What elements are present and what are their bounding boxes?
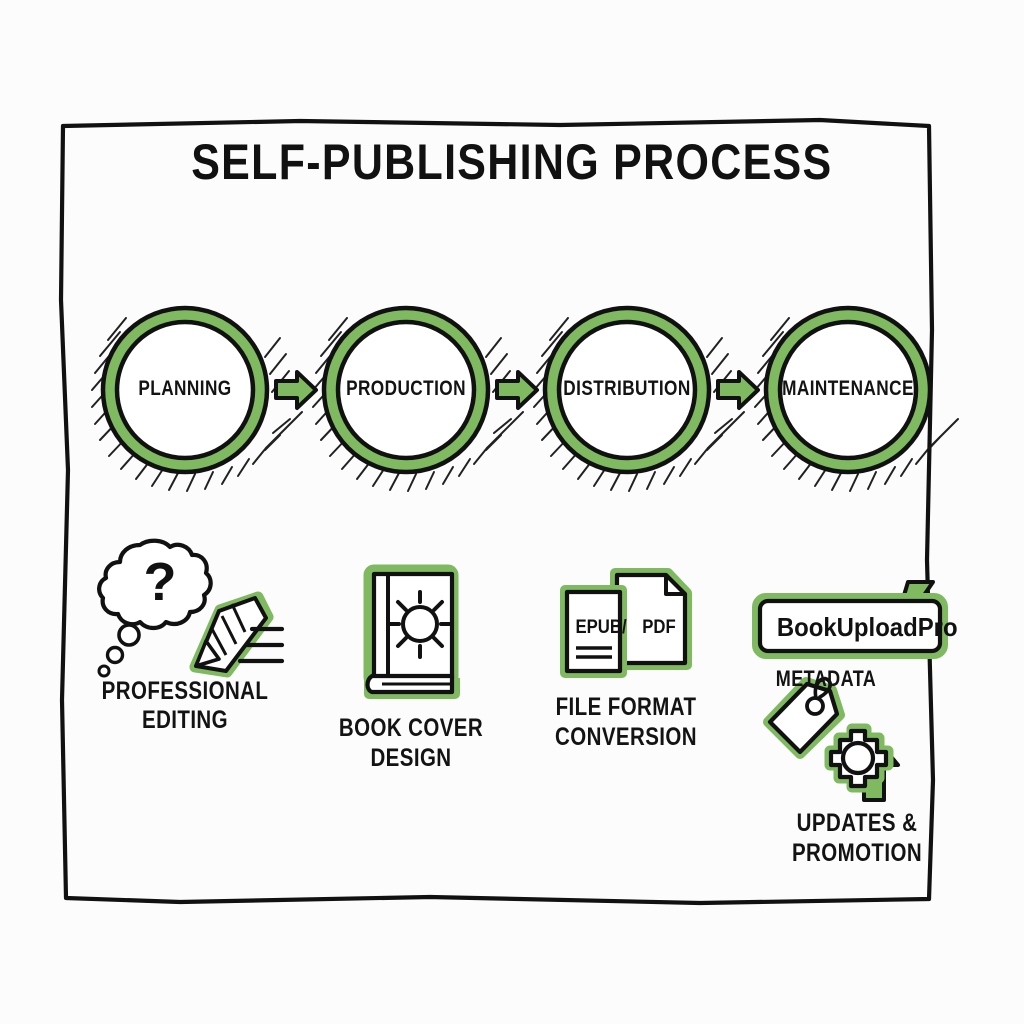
doc-label-pdf: PDF	[642, 617, 676, 638]
thought-bubble-question-and-pencil-icon: ?	[97, 538, 285, 678]
svg-text:?: ?	[144, 552, 177, 612]
poster-frame	[58, 117, 936, 906]
doc-label-epub: EPUB/	[575, 617, 627, 638]
upload-badge-label: BookUploadPro	[776, 612, 958, 642]
page-title: SELF-PUBLISHING PROCESS	[191, 134, 833, 190]
stage-circle-distribution[interactable]	[533, 305, 745, 492]
price-tag-icon	[763, 676, 845, 759]
stage-circle-planning[interactable]	[91, 305, 303, 492]
stage-circle-production[interactable]	[312, 305, 524, 492]
flow-arrow-1	[274, 370, 318, 410]
book-with-sun-cover-icon	[363, 564, 460, 699]
two-documents-icon	[560, 568, 692, 678]
flow-arrow-2	[495, 370, 539, 410]
gear-with-up-arrow-icon	[824, 723, 900, 802]
flow-arrow-3	[716, 370, 760, 410]
stage-circle-maintenance[interactable]	[754, 305, 959, 492]
upload-badge-with-lightning-icon	[752, 580, 948, 659]
